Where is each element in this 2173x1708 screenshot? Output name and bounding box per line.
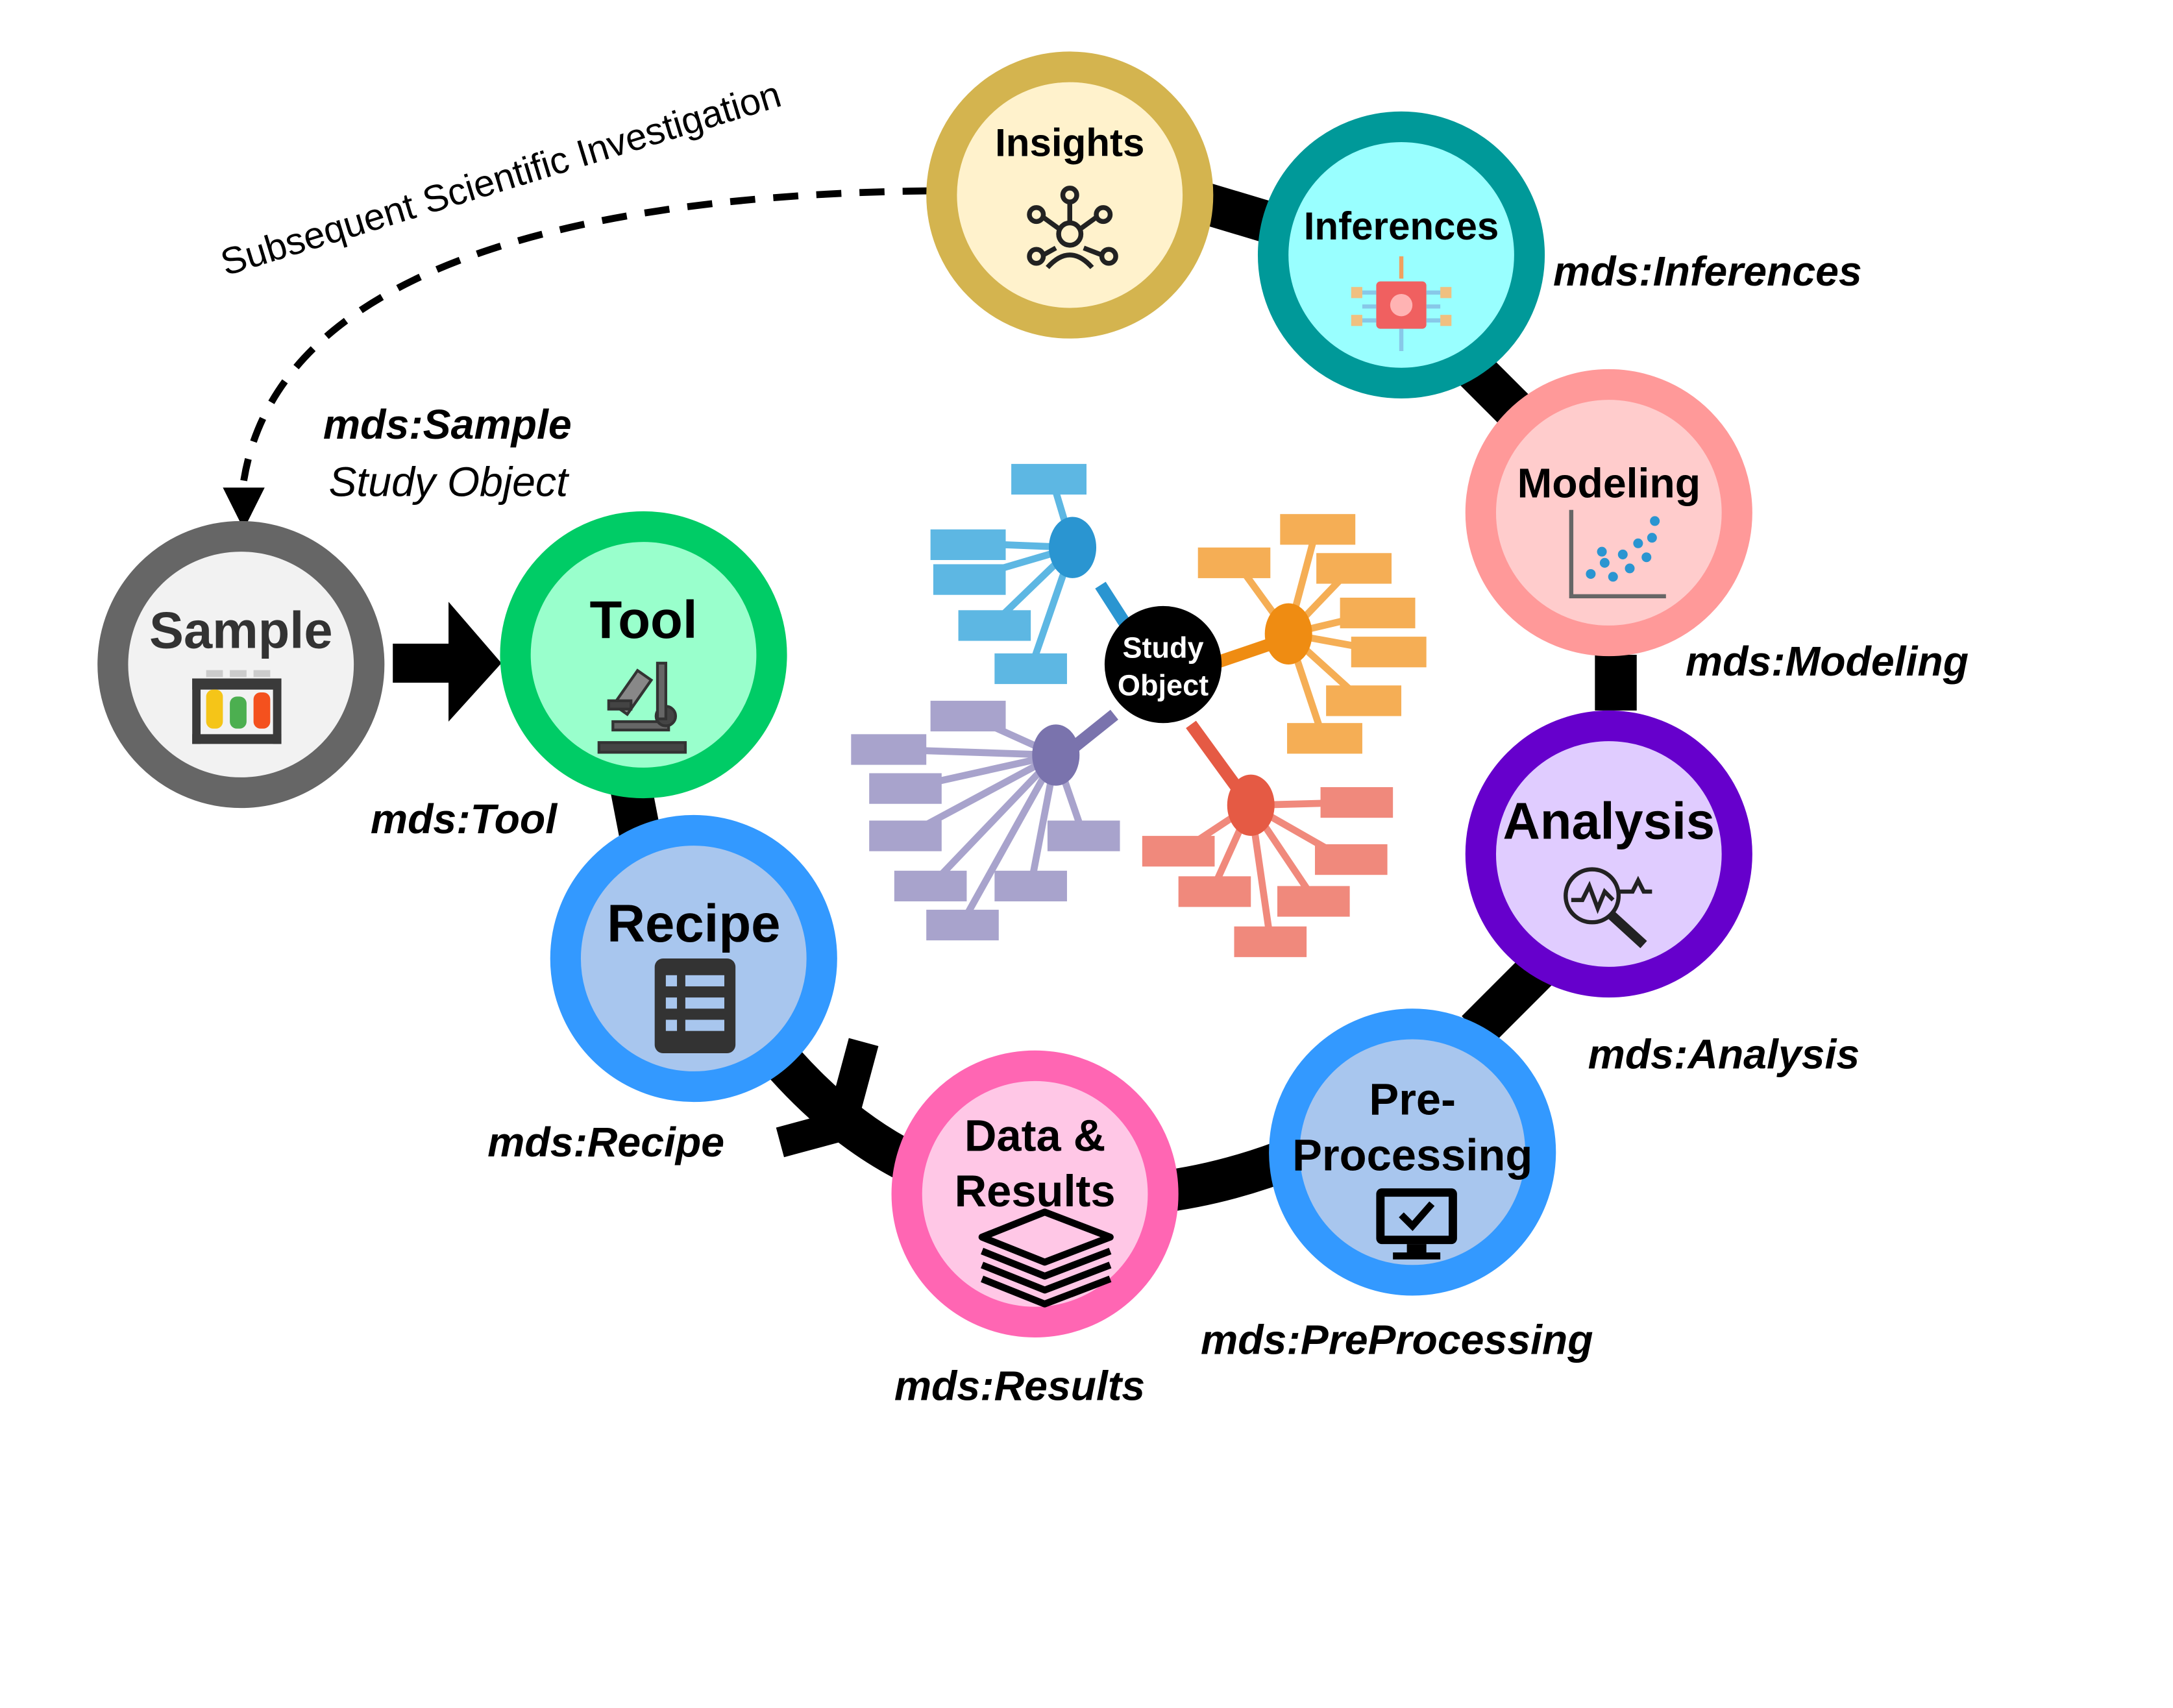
label-recipe: mds:Recipe — [487, 1119, 724, 1165]
node-recipe-title: Recipe — [607, 894, 780, 953]
study-object-line2: Object — [1118, 668, 1209, 702]
label-preprocessing: mds:PreProcessing — [1201, 1317, 1593, 1363]
node-results[interactable]: Data & Results — [891, 1050, 1179, 1337]
orange-cluster — [1197, 514, 1427, 754]
purple-cluster — [851, 700, 1120, 941]
study-object-line1: Study — [1122, 631, 1203, 664]
blue-cluster — [930, 463, 1097, 685]
return-arrow — [223, 187, 928, 530]
label-inferences: mds:Inferences — [1553, 248, 1862, 295]
label-analysis: mds:Analysis — [1588, 1031, 1860, 1078]
label-modeling: mds:Modeling — [1686, 638, 1969, 685]
study-object-mindmap: Study Object — [851, 463, 1427, 957]
magnifier-chart-icon — [1564, 867, 1652, 949]
red-cluster — [1142, 774, 1393, 957]
node-sample[interactable]: Sample — [97, 520, 385, 809]
node-analysis-title: Analysis — [1503, 792, 1715, 849]
monitor-check-icon — [1376, 1188, 1457, 1260]
node-preprocessing-title-2: Processing — [1292, 1130, 1532, 1180]
node-recipe[interactable]: Recipe — [550, 814, 837, 1103]
node-results-title-1: Data & — [964, 1110, 1105, 1160]
node-inferences[interactable]: Inferences — [1257, 111, 1545, 398]
label-sample-italic: Study Object — [328, 458, 570, 505]
network-people-icon — [1027, 186, 1118, 269]
node-insights-title: Insights — [995, 121, 1144, 164]
node-preprocessing[interactable]: Pre- Processing — [1269, 1008, 1556, 1296]
chip-icon — [1351, 256, 1452, 351]
node-inferences-title: Inferences — [1304, 204, 1499, 248]
layers-icon — [978, 1208, 1114, 1308]
scatter-plot-icon — [1569, 509, 1666, 599]
node-insights[interactable]: Insights — [926, 51, 1214, 339]
checklist-icon — [654, 958, 736, 1053]
node-results-title-2: Results — [955, 1166, 1116, 1216]
node-analysis[interactable]: Analysis — [1465, 710, 1752, 998]
node-tool-title: Tool — [590, 591, 698, 650]
sample-to-tool-arrow — [393, 602, 502, 722]
node-modeling[interactable]: Modeling — [1465, 369, 1752, 657]
label-results: mds:Results — [894, 1363, 1145, 1409]
node-modeling-title: Modeling — [1517, 459, 1700, 506]
microscope-icon — [597, 661, 687, 754]
study-object-node — [1104, 605, 1222, 724]
label-sample-bold: mds:Sample — [323, 401, 572, 448]
test-tubes-icon — [192, 670, 282, 744]
node-tool[interactable]: Tool — [500, 511, 787, 799]
label-tool: mds:Tool — [371, 796, 558, 842]
node-sample-title: Sample — [149, 601, 332, 659]
return-arrow-label: Subsequent Scientific Investigation — [216, 74, 786, 284]
node-preprocessing-title-1: Pre- — [1369, 1074, 1456, 1124]
recipe-arrowhead — [776, 1038, 879, 1158]
